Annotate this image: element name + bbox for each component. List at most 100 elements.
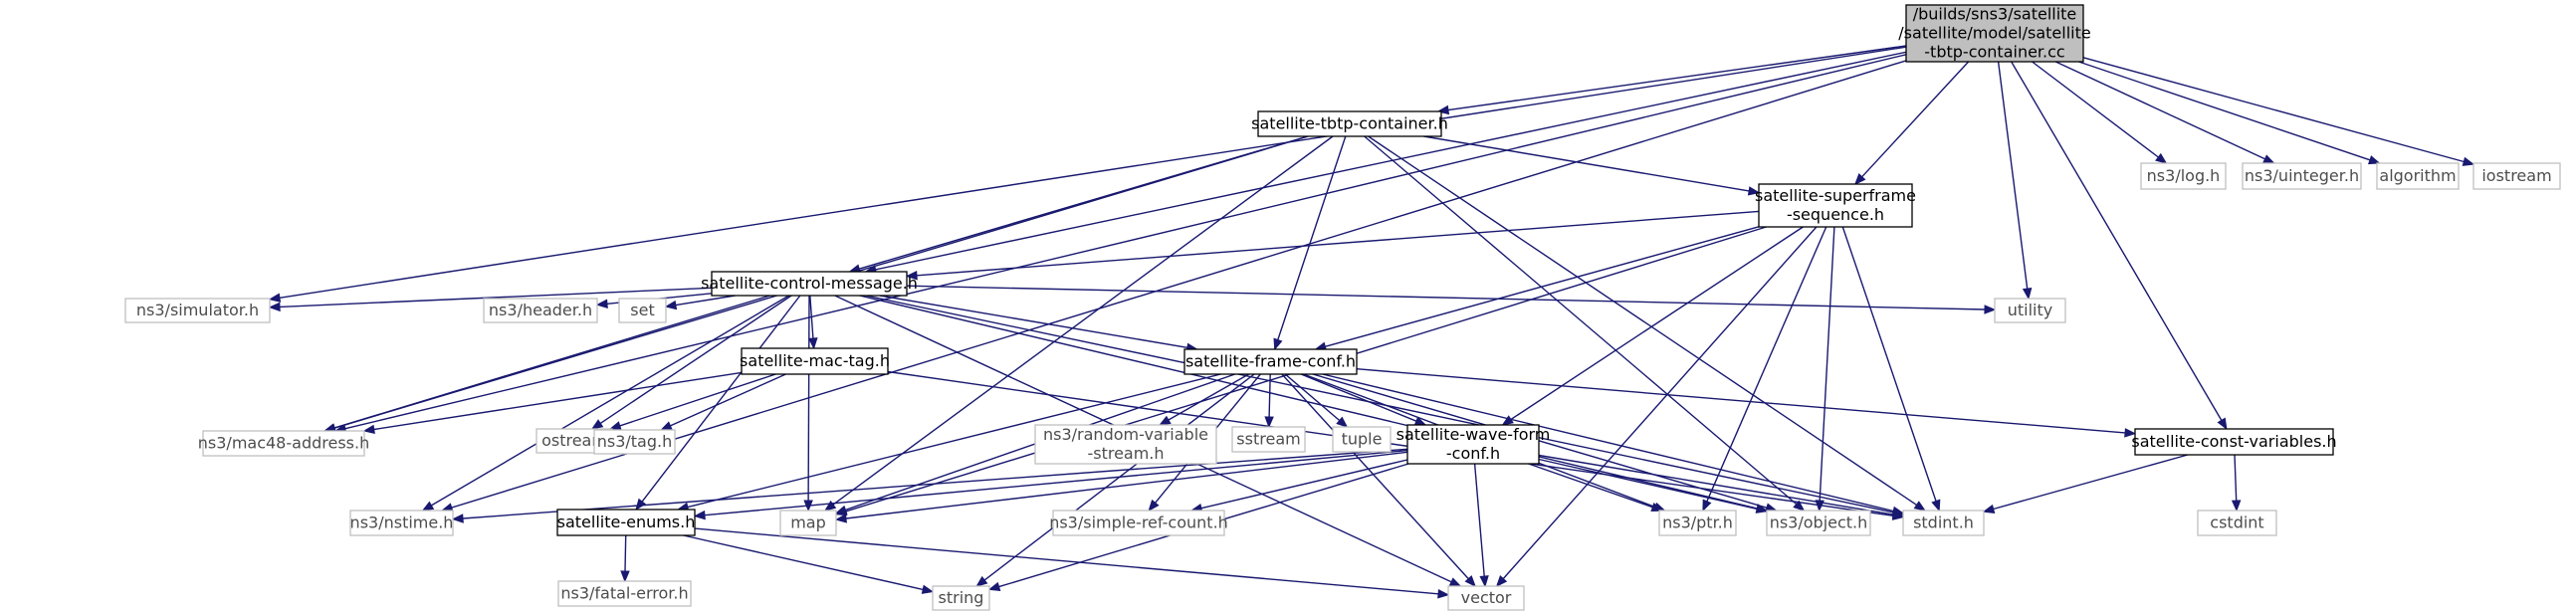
arrowhead-icon: [1650, 503, 1664, 513]
edge-line: [279, 287, 713, 308]
edge-line: [619, 373, 776, 427]
arrowhead-icon: [1793, 500, 1806, 512]
edge-line: [1423, 135, 1750, 192]
edge-constvars-to-stdint: [1982, 454, 2189, 513]
node-iostream: iostream: [2472, 162, 2561, 190]
node-label: satellite-superframe: [1755, 186, 1916, 205]
edge-root-to-simulator: [268, 46, 1907, 303]
node-frameconf[interactable]: satellite-frame-conf.h: [1183, 348, 1358, 375]
edge-line: [373, 371, 743, 431]
edge-waveform-to-ptr: [1528, 463, 1664, 513]
node-box: [1905, 4, 2084, 63]
node-fatalerror: ns3/fatal-error.h: [557, 580, 692, 607]
node-ctrl[interactable]: satellite-control-message.h: [701, 271, 918, 297]
edge-superframe-to-vector: [1495, 226, 1818, 588]
arrowhead-icon: [1913, 501, 1927, 512]
edge-frameconf-to-waveform: [1300, 373, 1427, 426]
node-label: satellite-wave-form: [1396, 425, 1551, 444]
node-box: [1766, 510, 1871, 536]
edge-ctrl-to-nstime: [421, 295, 789, 512]
edge-line: [875, 51, 1907, 271]
edge-line: [1510, 226, 1804, 421]
node-box: [593, 429, 676, 455]
arrowhead-icon: [1891, 510, 1905, 519]
node-mactag[interactable]: satellite-mac-tag.h: [740, 347, 890, 375]
arrowhead-icon: [823, 500, 837, 512]
edge-enums-to-string: [683, 534, 935, 594]
edge-frameconf-to-string: [975, 373, 1255, 587]
arrowhead-icon: [1747, 186, 1761, 196]
edge-ctrl-to-set: [664, 295, 736, 310]
node-tag: ns3/tag.h: [593, 429, 676, 455]
node-enums[interactable]: satellite-enums.h: [556, 509, 696, 536]
node-label: /builds/sns3/satellite: [1913, 4, 2077, 23]
arrowhead-icon: [1264, 416, 1274, 429]
edge-root-to-tbtp: [1436, 45, 1907, 115]
node-simulator: ns3/simulator.h: [124, 298, 271, 323]
edge-superframe-to-ctrl: [905, 210, 1760, 281]
edge-line: [1268, 373, 1271, 418]
edge-mactag-to-ostream: [608, 373, 776, 431]
edge-line: [1300, 373, 1417, 422]
node-uinteger: ns3/uinteger.h: [2242, 162, 2362, 190]
node-waveform[interactable]: satellite-wave-form-conf.h: [1396, 424, 1551, 465]
node-label: map: [790, 513, 826, 531]
node-label: ns3/nstime.h: [350, 513, 454, 531]
node-label: -conf.h: [1446, 444, 1500, 463]
node-label: ns3/simple-ref-count.h: [1049, 513, 1228, 531]
edge-line: [1312, 373, 1768, 509]
node-box: [1902, 510, 1985, 536]
edge-line: [1538, 454, 1894, 515]
node-superframe[interactable]: satellite-superframe-sequence.h: [1755, 183, 1916, 228]
node-label: ns3/uinteger.h: [2245, 166, 2359, 185]
node-label: vector: [1461, 588, 1512, 607]
node-box: [349, 510, 454, 536]
node-label: cstdint: [2210, 513, 2263, 531]
arrowhead-icon: [1853, 173, 1866, 185]
arrowhead-icon: [620, 570, 630, 583]
node-label: ns3/tag.h: [597, 432, 673, 451]
arrowhead-icon: [693, 510, 706, 520]
arrowhead-icon: [421, 501, 435, 512]
node-label: ns3/log.h: [2147, 166, 2221, 185]
arrowhead-icon: [1336, 416, 1349, 428]
node-label: iostream: [2481, 166, 2551, 185]
arrowhead-icon: [2155, 152, 2168, 164]
edge-line: [1200, 459, 1408, 510]
edge-line: [906, 285, 1986, 310]
node-box: [932, 585, 990, 611]
node-root[interactable]: /builds/sns3/satellite/satellite/model/s…: [1898, 4, 2091, 63]
edge-enums-to-vector: [694, 527, 1450, 599]
node-header: ns3/header.h: [483, 298, 598, 323]
node-box: [1406, 424, 1540, 465]
edge-frameconf-to-constvars: [1356, 368, 2137, 438]
node-box: [2140, 162, 2227, 190]
node-stdint: stdint.h: [1902, 510, 1985, 536]
node-tbtp[interactable]: satellite-tbtp-container.h: [1251, 110, 1448, 137]
edge-line: [704, 449, 1408, 516]
edge-line: [1819, 226, 1835, 502]
arrowhead-icon: [660, 421, 673, 431]
node-tuple: tuple: [1332, 426, 1392, 453]
edge-line: [1284, 373, 1341, 422]
edge-line: [809, 295, 814, 339]
edge-line: [879, 295, 1187, 348]
edge-line: [599, 295, 792, 424]
node-label: set: [630, 301, 654, 319]
nodes-layer: /builds/sns3/satellite/satellite/model/s…: [124, 4, 2561, 611]
edge-ctrl-to-ostream: [590, 295, 792, 430]
edge-line: [1325, 226, 1760, 347]
node-constvars[interactable]: satellite-const-variables.h: [2131, 428, 2337, 456]
node-label: ostream: [541, 431, 607, 450]
arrowhead-icon: [1273, 337, 1283, 351]
node-box: [711, 271, 908, 297]
node-sstream: sstream: [1231, 426, 1306, 453]
edge-line: [1364, 135, 1798, 506]
node-box: [1758, 183, 1913, 228]
node-cstdint: cstdint: [2197, 510, 2277, 536]
node-box: [741, 347, 889, 375]
node-box: [1052, 510, 1225, 536]
node-box: [1183, 348, 1358, 375]
arrowhead-icon: [808, 337, 818, 350]
